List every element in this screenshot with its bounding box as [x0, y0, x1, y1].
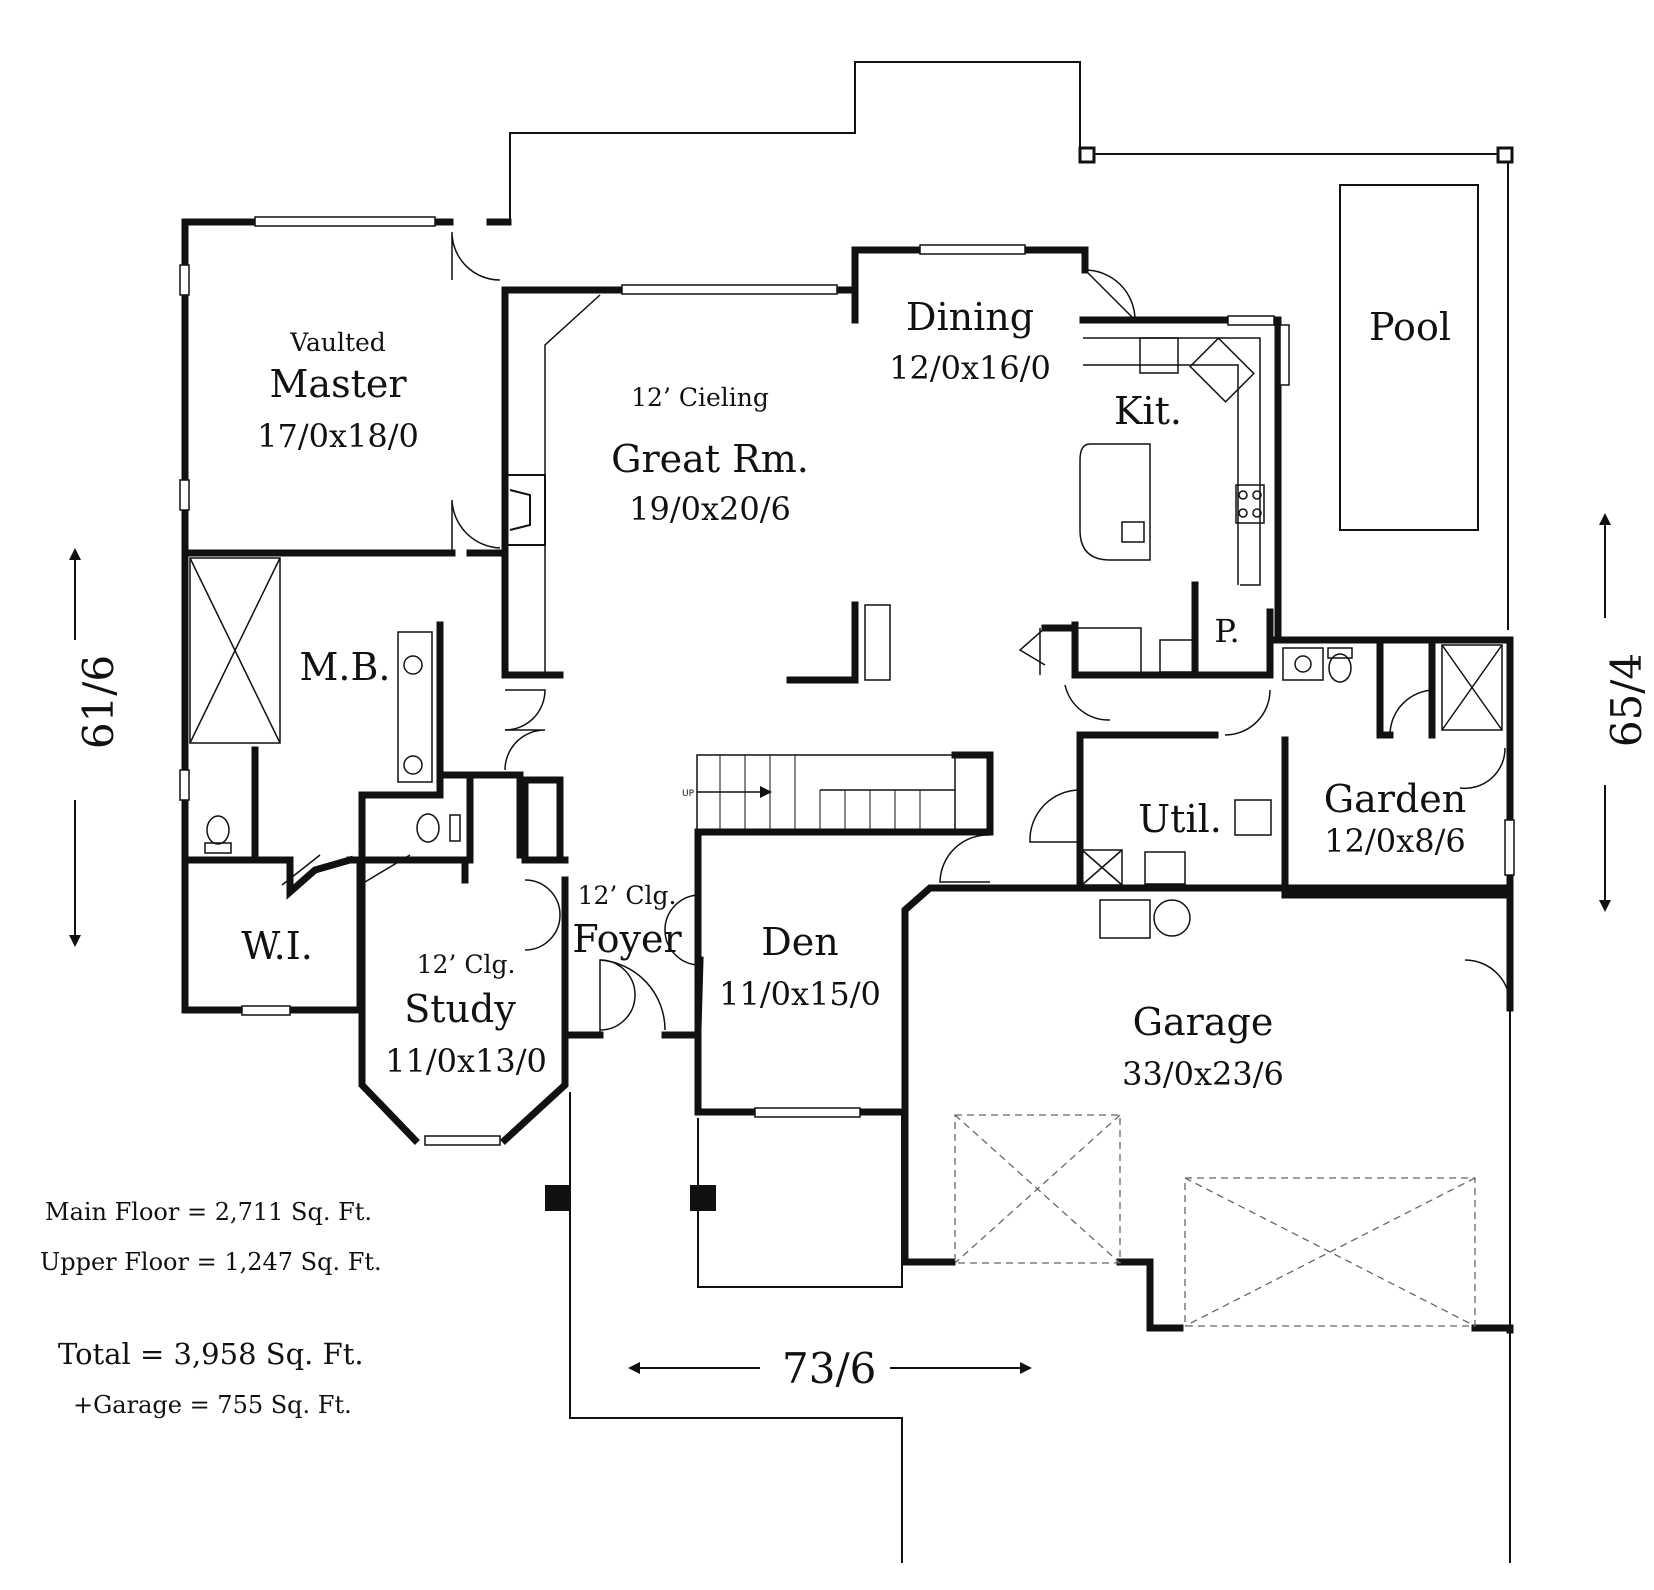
walk-in-name: W.I.: [241, 924, 313, 968]
pool-name: Pool: [1369, 305, 1451, 349]
kitchen-name: Kit.: [1114, 389, 1182, 433]
utility-name: Util.: [1138, 797, 1222, 841]
fixtures: [204, 337, 1353, 939]
stair-up-label: UP: [682, 789, 695, 799]
main-floor-area: Main Floor = 2,711 Sq. Ft.: [45, 1198, 373, 1226]
pool-outline: [1339, 184, 1479, 531]
garage-size: 33/0x23/6: [1122, 1055, 1284, 1093]
garage-area: +Garage = 755 Sq. Ft.: [73, 1391, 352, 1419]
upper-floor-area: Upper Floor = 1,247 Sq. Ft.: [40, 1248, 382, 1276]
fireplace: [505, 474, 546, 546]
master-note: Vaulted: [290, 328, 386, 357]
foyer-note: 12’ Clg.: [577, 881, 677, 910]
shower-stalls: [189, 557, 1503, 886]
den-size: 11/0x15/0: [719, 975, 881, 1013]
den-name: Den: [761, 920, 839, 964]
master-name: Master: [269, 362, 407, 406]
garage-doors: [954, 1114, 1476, 1327]
great-room-name: Great Rm.: [611, 437, 809, 481]
garden-name: Garden: [1323, 777, 1467, 821]
garage-name: Garage: [1132, 1000, 1274, 1044]
dining-name: Dining: [905, 295, 1035, 339]
study-size: 11/0x13/0: [385, 1042, 547, 1080]
windows: [179, 216, 1515, 1146]
master-bath-name: M.B.: [299, 645, 391, 689]
study-note: 12’ Clg.: [416, 950, 516, 979]
garden-size: 12/0x8/6: [1324, 822, 1466, 860]
total-area: Total = 3,958 Sq. Ft.: [58, 1337, 364, 1371]
doors: [281, 231, 1511, 1035]
dimension-bottom: 73/6: [770, 1348, 889, 1390]
great-room-size: 19/0x20/6: [629, 490, 791, 528]
ceiling-line: [544, 294, 601, 675]
study-name: Study: [404, 987, 516, 1031]
pantry-name: P.: [1214, 612, 1240, 650]
dining-size: 12/0x16/0: [889, 349, 1051, 387]
dimension-lines: [69, 513, 1611, 1374]
dimension-left: 61/6: [74, 642, 123, 762]
dimension-right: 65/4: [1602, 640, 1651, 760]
great-room-note: 12’ Cieling: [631, 383, 769, 412]
post-markers: [545, 146, 1514, 1211]
foyer-name: Foyer: [572, 917, 682, 961]
master-size: 17/0x18/0: [257, 417, 419, 455]
